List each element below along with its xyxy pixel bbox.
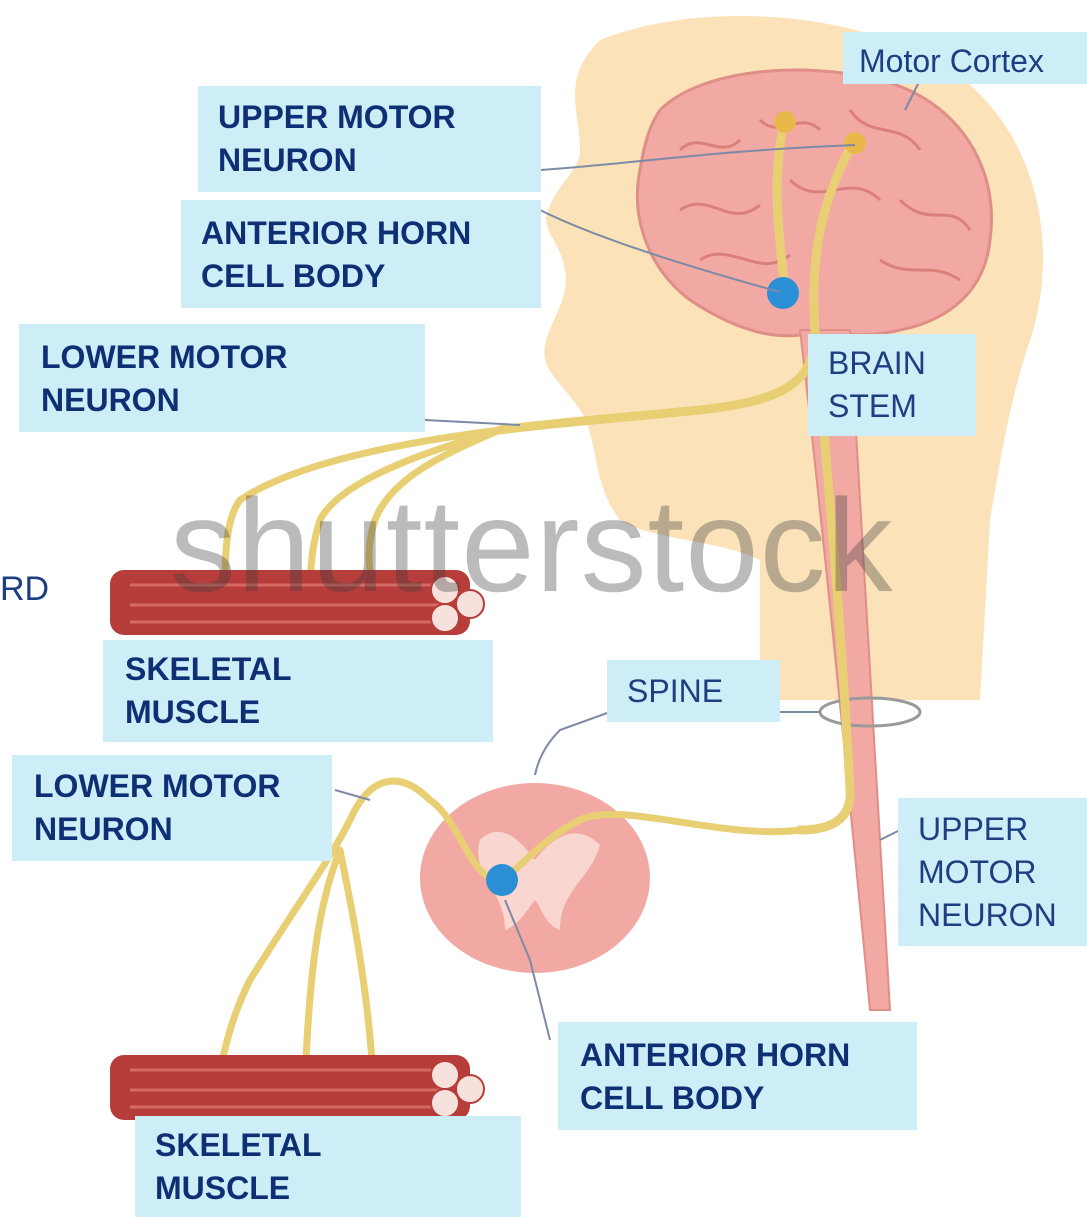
label-skeletal-muscle-top: SKELETAL MUSCLE <box>103 640 493 742</box>
label-spine: SPINE <box>607 660 780 722</box>
label-anterior-horn-top: ANTERIOR HORN CELL BODY <box>181 200 541 308</box>
upper-neuron-soma-2 <box>844 132 866 154</box>
upper-neuron-soma-1 <box>774 111 796 133</box>
label-anterior-horn-bottom: ANTERIOR HORN CELL BODY <box>558 1022 917 1130</box>
watermark: shutterstock <box>170 470 894 621</box>
anterior-horn-cell-body-bottom <box>486 864 518 896</box>
skeletal-muscle-bottom <box>110 1055 484 1120</box>
stray-text-fragment: RD <box>0 570 49 609</box>
label-lower-motor-neuron-top: LOWER MOTOR NEURON <box>19 324 425 432</box>
label-upper-motor-neuron-right: UPPER MOTOR NEURON <box>898 798 1087 946</box>
label-upper-motor-neuron-top: UPPER MOTOR NEURON <box>198 86 541 192</box>
label-lower-motor-neuron-bottom: LOWER MOTOR NEURON <box>12 755 332 861</box>
anterior-horn-cell-body-top <box>767 277 799 309</box>
label-skeletal-muscle-bottom: SKELETAL MUSCLE <box>135 1116 521 1217</box>
label-motor-cortex: Motor Cortex <box>843 32 1087 84</box>
label-brain-stem: BRAIN STEM <box>808 334 976 436</box>
